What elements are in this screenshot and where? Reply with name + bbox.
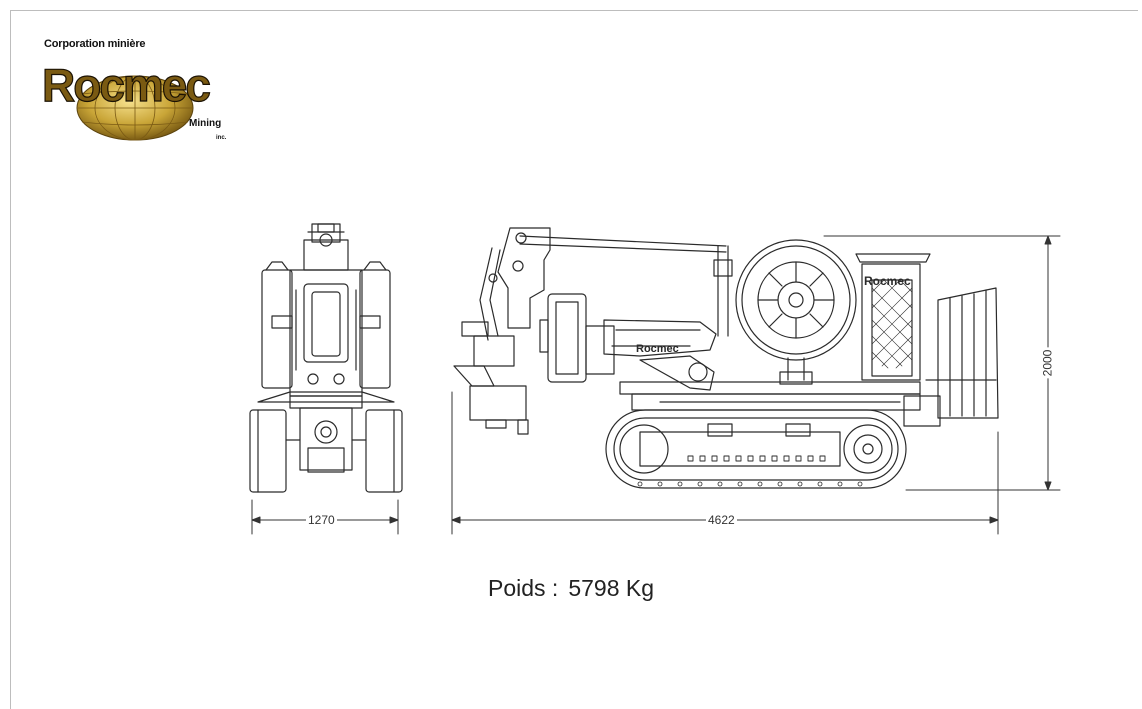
height-dimension: 2000: [1040, 347, 1055, 379]
rocmec-logo: Corporation minière Rocmec Mining inc.: [40, 38, 240, 150]
weight-value: 5798 Kg: [568, 575, 655, 601]
weight-text: Poids : 5798 Kg: [488, 575, 654, 602]
length-dimension: 4622: [706, 513, 737, 527]
globe-emblem: [76, 75, 194, 141]
inc-text: inc.: [216, 135, 227, 141]
cab-rocmec-label: Rocmec: [864, 274, 911, 288]
side-view: [453, 227, 999, 489]
page-frame: [10, 10, 1138, 709]
width-dimension: 1270: [306, 513, 337, 527]
brand-text: Rocmec: [41, 58, 211, 111]
mining-text: Mining: [189, 118, 222, 129]
corporation-text: Corporation minière: [44, 38, 146, 50]
boom-rocmec-label: Rocmec: [636, 343, 679, 355]
front-view: [249, 223, 403, 493]
dimension-lines: [251, 235, 1061, 535]
weight-label: Poids :: [488, 575, 559, 601]
